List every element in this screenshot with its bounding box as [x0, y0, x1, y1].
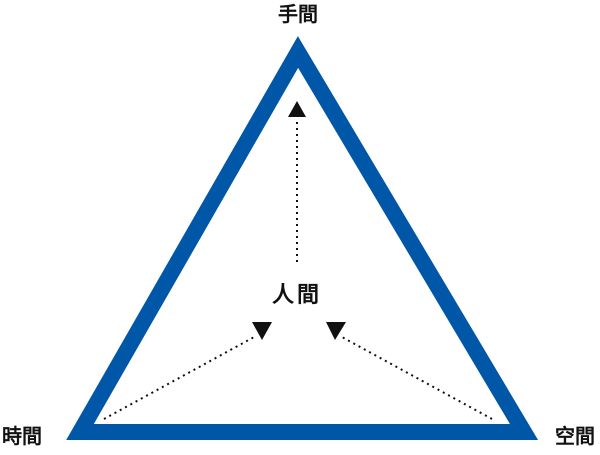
triangle-outline: [66, 36, 539, 440]
connector-left-to-center: [103, 335, 257, 420]
label-tema: 手間: [278, 2, 318, 26]
label-kuukan: 空間: [555, 424, 595, 448]
arrowhead-up: [288, 101, 306, 117]
arrowhead-left-to-center: [252, 322, 272, 340]
label-ningen: 人間: [272, 283, 323, 308]
label-jikan: 時間: [2, 424, 42, 448]
arrowhead-right-to-center: [326, 322, 346, 340]
connector-right-to-center: [339, 335, 493, 420]
